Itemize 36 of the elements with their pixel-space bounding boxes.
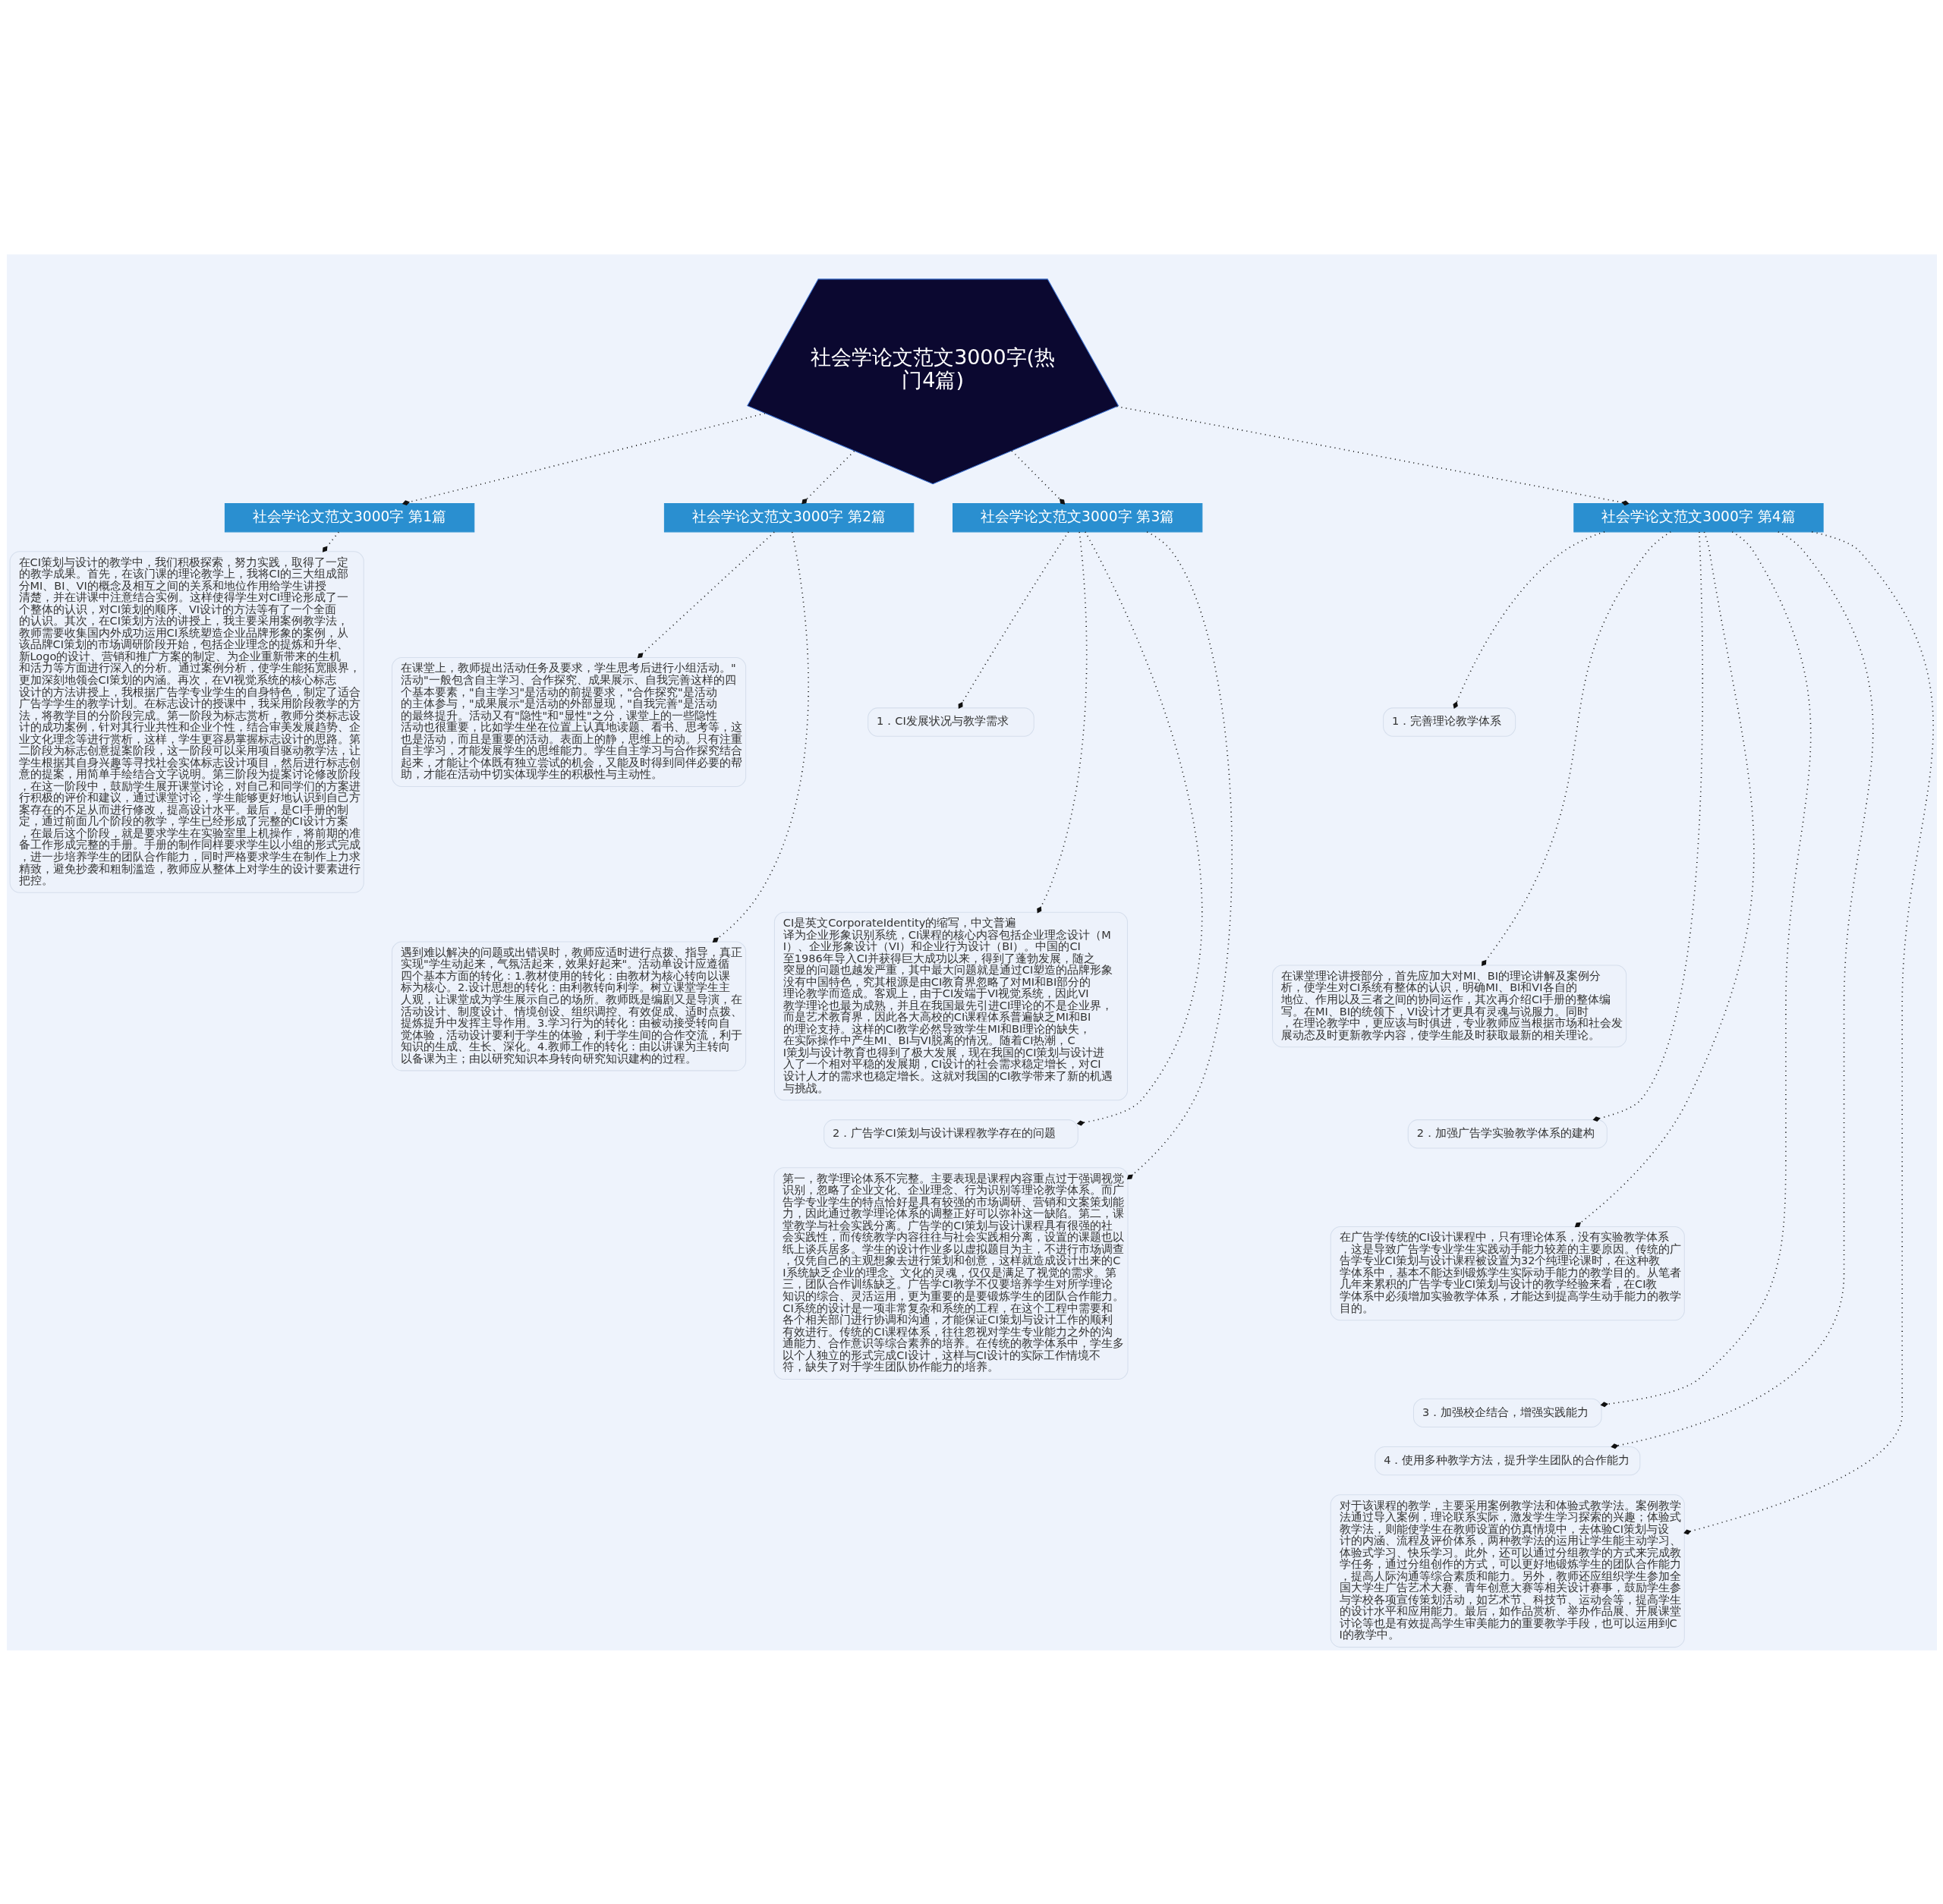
connector	[712, 530, 809, 943]
connector	[1126, 530, 1233, 1179]
node-box: 在CI策划与设计的教学中，我们积极探索，努力实践，取得了一定的教学成果。首先，在该门课的理论教学上，我将CI的三大组成部分MI、BI、VI的概念及相互之间的关系和地位作用给学生讲授清楚，并在讲课中注意结合实例。这样使得学生对CI理论形成了一个整体的认识，对CI策划的顺序、VI设计的方法等有了一个全面的认识。其次，在CI策划方法的讲授上，我主要采用案例教学法，教师需要收集国内外成功运用CI系统塑造企业品牌形象的案例，从该品牌CI策划的市场调研阶段开始，包括企业理念的提炼和升华、新Logo的设计、营销和推广方案的制定、为企业重新带来的生机和活力等方面进行深入的分析。通过案例分析，使学生能拓宽眼界，更加深刻地领会CI策划的内涵。再次，在VI视觉系统的核心标志设计的方法讲授上，我根据广告学专业学生的自身特色，制定了适合广告学学生的教学计划。在标志设计的授课中，我采用阶段教学的方法，将教学目的分阶段完成。第一阶段为标志赏析，教师分类标志设计的成功案例，针对其行业共性和企业个性，结合审美发展趋势、企业文化理念等进行赏析，这样，学生更容易掌握标志设计的思路。第二阶段为标志创意提案阶段，这一阶段可以采用项目驱动教学法，让学生根据其自身兴趣等寻找社会实体标志设计项目，然后进行标志创意的提案，用简单手绘结合文字说明。第三阶段为提案讨论修改阶段，在这一阶段中，鼓励学生展开课堂讨论，对自己和同学们的方案进行积极的评价和建议，通过课堂讨论，学生能够更好地认识到自己方案存在的不足从而进行修改，提高设计水平。最后，是CI手册的制定，通过前面几个阶段的教学，学生已经形成了完整的CI设计方案，在最后这个阶段，就是要求学生在实验室里上机操作，将前期的准备工作形成完整的手册。手册的制作同样要求学生以小组的形式完成，进一步培养学生的团队合作能力，同时严格要求学生在制作上力求精致，避免抄袭和粗制滥造，教师应从整体上对学生的设计要素进行把控。	[9, 550, 364, 893]
node-box: 1．完善理论教学体系	[1382, 707, 1516, 737]
node-box: 对于该课程的教学，主要采用案例教学法和体验式教学法。案例教学法通过导入案例，理论联系实际，激发学生学习探索的兴趣；体验式教学法，则能使学生在教师设置的仿真情境中，去体验CI策划与设计的内涵、流程及评价体系，两种教学法的运用让学生能主动学习、体验式学习、快乐学习。此外，还可以通过分组教学的方式来完成教学任务，通过分组创作的方式，可以更好地锻炼学生的团队合作能力，提高人际沟通等综合素质和能力。另外，教师还应组织学生参加全国大学生广告艺术大赛、青年创意大赛等相关设计赛事，鼓励学生参与学校各项宣传策划活动，如艺术节、科技节、运动会等，提高学生的设计水平和应用能力。最后，如作品赏析、举办作品展、开展课堂讨论等也是有效提高学生审美能力的重要教学手段，也可以运用到CI的教学中。	[1330, 1493, 1685, 1648]
connector	[958, 530, 1069, 709]
node-box: 在课堂上，教师提出活动任务及要求，学生思考后进行小组活动。"活动"一般包含自主学习、合作探究、成果展示、自我完善这样的四个基本要素，"自主学习"是活动的前提要求，"合作探究"是活动的主体参与，"成果展示"是活动的外部显现，"自我完善"是活动的最终提升。活动又有"隐性"和"显性"之分，课堂上的一些隐性活动也很重要，比如学生坐在位置上认真地读题、看书、思考等，这也是活动，而且是重要的活动。表面上的静，思维上的动。只有注重自主学习，才能发展学生的思维能力。学生自主学习与合作探究结合起来，才能让个体既有独立尝试的机会，又能及时得到同伴必要的帮助，才能在活动中切实体现学生的积极性与主动性。	[391, 656, 746, 787]
node-box: 2．广告学CI策划与设计课程教学存在的问题	[823, 1119, 1079, 1148]
connector	[1010, 449, 1065, 505]
node-box: 社会学论文范文3000字 第4篇	[1573, 502, 1824, 532]
connector	[1683, 530, 1934, 1534]
connector	[637, 530, 775, 658]
node-box: 第一，教学理论体系不完整。主要表现是课程内容重点过于强调视觉识别，忽略了企业文化、企业理念、行为识别等理论教学体系。而广告学专业学生的特点恰好是具有较强的市场调研、营销和文案策划能力，因此通过教学理论体系的调整正好可以弥补这一缺陷。第二，课堂教学与社会实践分离。广告学的CI策划与设计课程具有很强的社会实践性，而传统教学内容往往与社会实践相分离，设置的课题也以纸上谈兵居多。学生的设计作业多以虚拟题目为主，不进行市场调查，仅凭自己的主观想象去进行策划和创意，这样就造成设计出来的CI系统缺乏企业的理念、文化的灵魂，仅仅是满足了视觉的需求。第三，团队合作训练缺乏。广告学CI教学不仅要培养学生对所学理论知识的综合、灵活运用，更为重要的是要锻炼学生的团队合作能力。CI系统的设计是一项非常复杂和系统的工程，在这个工程中需要和各个相关部门进行协调和沟通，才能保证CI策划与设计工作的顺利有效进行。传统的CI课程体系，往往忽视对学生专业能力之外的沟通能力、合作意识等综合素养的培养。在传统的教学体系中，学生多以个人独立的形式完成CI设计，这样与CI设计的实际工作情境不符，缺失了对于学生团队协作能力的培养。	[773, 1166, 1128, 1380]
node-box: CI是英文CorporateIdentity的缩写，中文普遍译为企业形象识别系统，CI课程的核心内容包括企业理念设计（MI）、企业形象设计（VI）和企业行为设计（BI）。中国的CI至1986年导入CI并获得巨大成功以来，得到了蓬勃发展，随之突显的问题也越发严重，其中最大问题就是通过CI塑造的品牌形象没有中国特色，究其根源是由CI教育界忽略了对MI和BI部分的理论教学而造成。客观上，由于CI发端于VI视觉系统，因此VI教学理论也最为成熟，并且在我国最先引进CI理论的不是企业界，而是艺术教育界，因此各大高校的CI课程体系普遍缺乏MI和BI的理论支持。这样的CI教学必然导致学生MI和BI理论的缺失，在实际操作中产生MI、BI与VI脱离的情况。随着CI热潮，CI策划与设计教育也得到了极大发展，现在我国的CI策划与设计进入了一个相对平稳的发展期，CI设计的社会需求稳定增长，对CI设计人才的需求也稳定增长。这就对我国的CI教学带来了新的机遇与挑战。	[773, 911, 1128, 1100]
connector	[801, 450, 855, 504]
connector	[1610, 530, 1874, 1449]
connector	[402, 412, 766, 505]
connector	[1592, 530, 1703, 1122]
connector	[1116, 405, 1630, 505]
node-box: 4．使用多种教学方法，提升学生团队的合作能力	[1374, 1446, 1640, 1475]
node-box: 社会学论文范文3000字 第2篇	[663, 502, 914, 532]
node-box: 2．加强广告学实验教学体系的建构	[1407, 1119, 1608, 1148]
connector	[1452, 530, 1605, 709]
connector	[1600, 530, 1812, 1407]
connector	[322, 530, 339, 552]
node-box: 社会学论文范文3000字 第1篇	[224, 502, 474, 532]
node-box: 社会学论文范文3000字 第3篇	[952, 502, 1202, 532]
connector	[1481, 530, 1671, 966]
node-box: 在课堂理论讲授部分，首先应加大对MI、BI的理论讲解及案例分析，使学生对CI系统有整体的认识，明确MI、BI和VI各自的地位、作用以及三者之间的协同运作，其次再介绍CI手册的整体编写。在MI、BI的统领下，VI设计才更具有灵魂与说服力。同时，在理论教学中，更应该与时俱进，专业教师应当根据市场和社会发展动态及时更新教学内容，使学生能及时获取最新的相关理论。	[1271, 965, 1627, 1047]
connector	[1076, 530, 1202, 1125]
node-box: 遇到难以解决的问题或出错误时，教师应适时进行点拨、指导，真正实现"学生动起来，气氛活起来，效果好起来"。活动单设计应遵循四个基本方面的转化：1.教材使用的转化：由教材为核心转向以课标为核心。2.设计思想的转化：由利教转向利学。树立课堂学生主人观，让课堂成为学生展示自己的场所。教师既是编剧又是导演，在活动设计、制度设计、情境创设、组织调控、有效促成、适时点拨、提炼提升中发挥主导作用。3.学习行为的转化：由被动接受转向自觉体验，活动设计要利于学生的体验，利于学生间的合作交流，利于知识的生成、生长、深化。4.教师工作的转化：由以讲课为主转向以备课为主；由以研究知识本身转向研究知识建构的过程。	[391, 941, 746, 1071]
connector	[1036, 530, 1087, 913]
node-box: 1．CI发展状况与教学需求	[867, 707, 1034, 737]
node-box: 在广告学传统的CI设计课程中，只有理论体系，没有实验教学体系，这是导致广告学专业学生实践动手能力较差的主要原因。传统的广告学专业CI策划与设计课程被设置为32个纯理论课时，在这种教学体系中，基本不能达到锻炼学生实际动手能力的教学目的。从笔者几年来累积的广告学专业CI策划与设计的教学经验来看，在CI教学体系中必须增加实验教学体系，才能达到提高学生动手能力的教学目的。	[1330, 1226, 1685, 1320]
connector	[1574, 530, 1754, 1227]
node-box: 3．加强校企结合，增强实践能力	[1412, 1398, 1602, 1427]
